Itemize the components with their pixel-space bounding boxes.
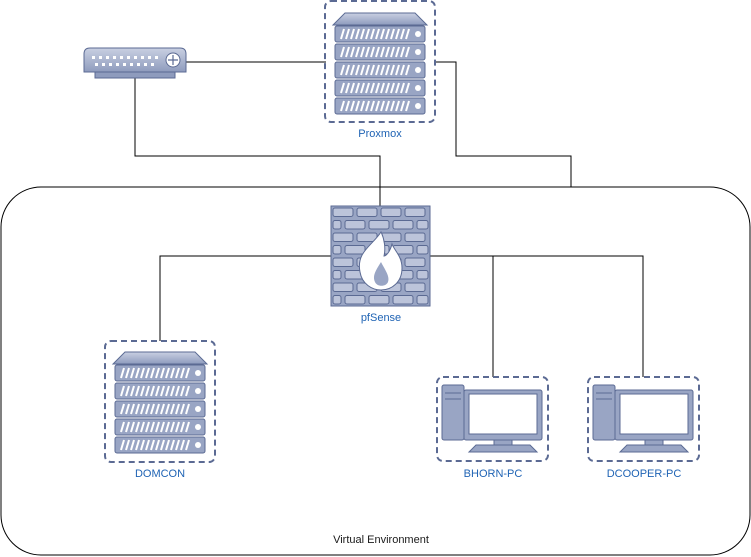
workstation-icon bbox=[441, 384, 543, 453]
proxmox-label: Proxmox bbox=[358, 128, 402, 140]
server-icon bbox=[331, 12, 429, 115]
link-pfsense-bhorn bbox=[430, 255, 494, 377]
link-pfsense-domcon bbox=[159, 255, 331, 341]
router-device[interactable] bbox=[83, 47, 187, 79]
bhorn-pc[interactable] bbox=[436, 376, 549, 462]
firewall-icon bbox=[330, 205, 431, 307]
bhorn-selection-frame bbox=[436, 376, 549, 462]
proxmox-selection-frame bbox=[324, 0, 436, 123]
link-pfsense-dcooper bbox=[493, 255, 644, 377]
link-proxmox-environment bbox=[435, 61, 572, 187]
bhorn-label: BHORN-PC bbox=[463, 468, 523, 480]
domcon-label: DOMCON bbox=[134, 468, 186, 480]
domcon-selection-frame bbox=[104, 340, 216, 463]
pfsense-label: pfSense bbox=[360, 312, 402, 324]
proxmox-server[interactable] bbox=[324, 0, 436, 123]
link-router-pfsense bbox=[134, 78, 381, 206]
virtual-environment-label: Virtual Environment bbox=[333, 534, 429, 546]
server-icon bbox=[111, 351, 209, 454]
workstation-icon bbox=[592, 384, 694, 453]
connections bbox=[134, 61, 644, 377]
dcooper-pc[interactable] bbox=[587, 376, 700, 462]
domcon-server[interactable] bbox=[104, 340, 216, 463]
virtual-environment-container bbox=[0, 186, 751, 556]
pfsense-firewall[interactable] bbox=[330, 205, 431, 307]
dcooper-selection-frame bbox=[587, 376, 700, 462]
dcooper-label: DCOOPER-PC bbox=[606, 468, 682, 480]
